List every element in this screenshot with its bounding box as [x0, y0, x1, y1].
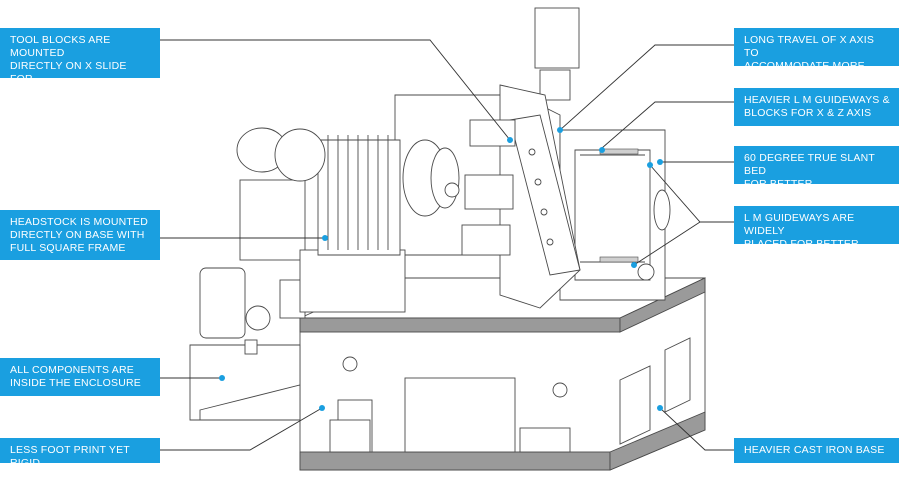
- x-slide: [444, 7, 581, 309]
- marker-dot: [657, 159, 663, 165]
- callout-slant-bed: 60 DEGREE TRUE SLANT BED FOR BETTER ACCE…: [734, 146, 899, 203]
- cast-iron-base: [299, 277, 706, 471]
- callout-heavier-guideways: HEAVIER L M GUIDEWAYS & BLOCKS FOR X & Z…: [734, 88, 899, 126]
- marker-dot: [657, 405, 663, 411]
- leader-lines: [160, 39, 734, 451]
- callout-tool-blocks: TOOL BLOCKS ARE MOUNTED DIRECTLY ON X SL…: [0, 28, 160, 98]
- marker-dot: [322, 235, 328, 241]
- marker-dot: [647, 162, 653, 168]
- callout-widely-placed: L M GUIDEWAYS ARE WIDELY PLACED FOR BETT…: [734, 206, 899, 263]
- marker-dot: [631, 262, 637, 268]
- marker-dot: [507, 137, 513, 143]
- headstock: [236, 127, 460, 313]
- marker-dot: [319, 405, 325, 411]
- callout-headstock: HEADSTOCK IS MOUNTED DIRECTLY ON BASE WI…: [0, 210, 160, 260]
- callout-enclosure: ALL COMPONENTS ARE INSIDE THE ENCLOSURE: [0, 358, 160, 396]
- enclosure-frame: [189, 179, 306, 421]
- marker-dot: [599, 147, 605, 153]
- marker-dots: [219, 127, 663, 411]
- marker-dot: [219, 375, 225, 381]
- callout-cast-iron-base: HEAVIER CAST IRON BASE: [734, 438, 899, 463]
- callout-footprint: LESS FOOT PRINT YET RIGID: [0, 438, 160, 469]
- callout-long-travel: LONG TRAVEL OF X AXIS TO ACCOMMODATE MOR…: [734, 28, 899, 85]
- marker-dot: [557, 127, 563, 133]
